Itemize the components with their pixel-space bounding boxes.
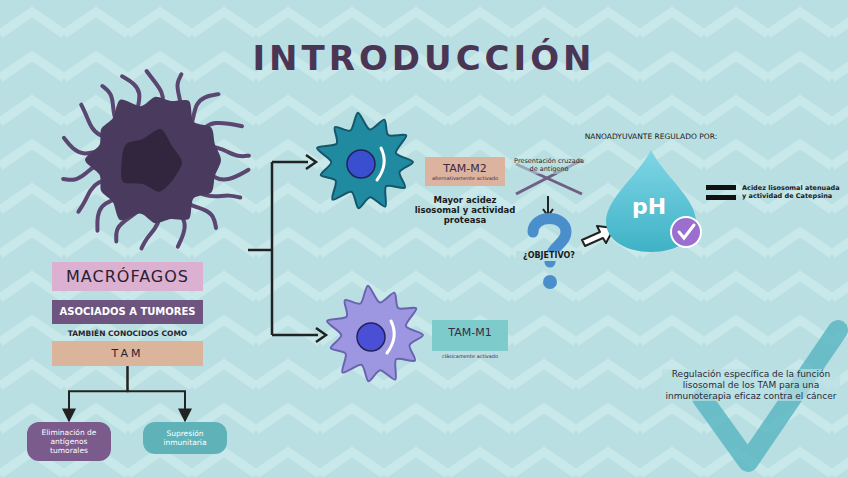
- node-text: TAM: [56, 347, 199, 360]
- arrow-head: [316, 328, 326, 342]
- equals-sign: [706, 195, 736, 200]
- node-subtext: alternativamente activado: [428, 175, 502, 181]
- tree-connector: [69, 366, 128, 421]
- node-text: MACRÓFAGOS: [56, 267, 199, 286]
- down-arrow: [547, 196, 549, 214]
- macrophage: [63, 71, 249, 248]
- text-label: ¿OBJETIVO?: [516, 251, 582, 261]
- text-label: Presentación cruzada de antígeno: [512, 158, 586, 174]
- text-label: Regulación específica de la función liso…: [662, 369, 840, 401]
- equals-sign: [706, 185, 736, 190]
- text-label: Mayor acidez lisosomal y actividad prote…: [410, 195, 520, 226]
- m1-cell: [327, 286, 423, 381]
- node-text: TAM-M1: [432, 320, 508, 351]
- ph-drop: [606, 150, 696, 252]
- label-box: TAM-M1clásicamente activado: [432, 320, 508, 361]
- text-label: pH: [624, 194, 674, 220]
- cell-nucleus: [357, 323, 385, 351]
- text-label: Acidez lisosomal atenuada y actividad de…: [742, 185, 842, 201]
- check-badge: [671, 217, 701, 247]
- node-text: Supresión inmunitaria: [149, 429, 221, 447]
- m2-cell: [317, 113, 413, 208]
- node-text: Eliminación de antígenos tumorales: [33, 428, 105, 455]
- label-box: TAM-M2alternativamente activado: [425, 157, 505, 186]
- label-box: MACRÓFAGOS: [52, 262, 203, 291]
- bracket: [248, 162, 318, 335]
- node-text: ASOCIADOS A TUMORES: [56, 306, 199, 318]
- check-badge: [679, 225, 694, 238]
- node-subtext: clásicamente activado: [432, 351, 508, 361]
- tree-connector: [128, 366, 186, 421]
- arrow-head: [306, 155, 316, 169]
- cell-body: [317, 113, 413, 208]
- cell-highlight: [377, 148, 384, 180]
- cell-highlight: [387, 321, 394, 353]
- node-text: TAM-M2: [428, 162, 502, 175]
- text-label: TAMBIÉN CONOCIDOS COMO: [52, 329, 203, 338]
- label-box: TAM: [52, 341, 203, 366]
- macrophage-body: [85, 97, 221, 223]
- cell-body: [327, 286, 423, 381]
- pill-box: Eliminación de antígenos tumorales: [27, 422, 111, 461]
- page-title: INTRODUCCIÓN: [0, 38, 848, 78]
- label-box: ASOCIADOS A TUMORES: [52, 300, 203, 324]
- cell-nucleus: [347, 150, 375, 178]
- macrophage-nucleus: [121, 129, 182, 192]
- pill-box: Supresión inmunitaria: [143, 422, 227, 454]
- text-label: NANOADYUVANTE REGULADO POR:: [576, 132, 726, 141]
